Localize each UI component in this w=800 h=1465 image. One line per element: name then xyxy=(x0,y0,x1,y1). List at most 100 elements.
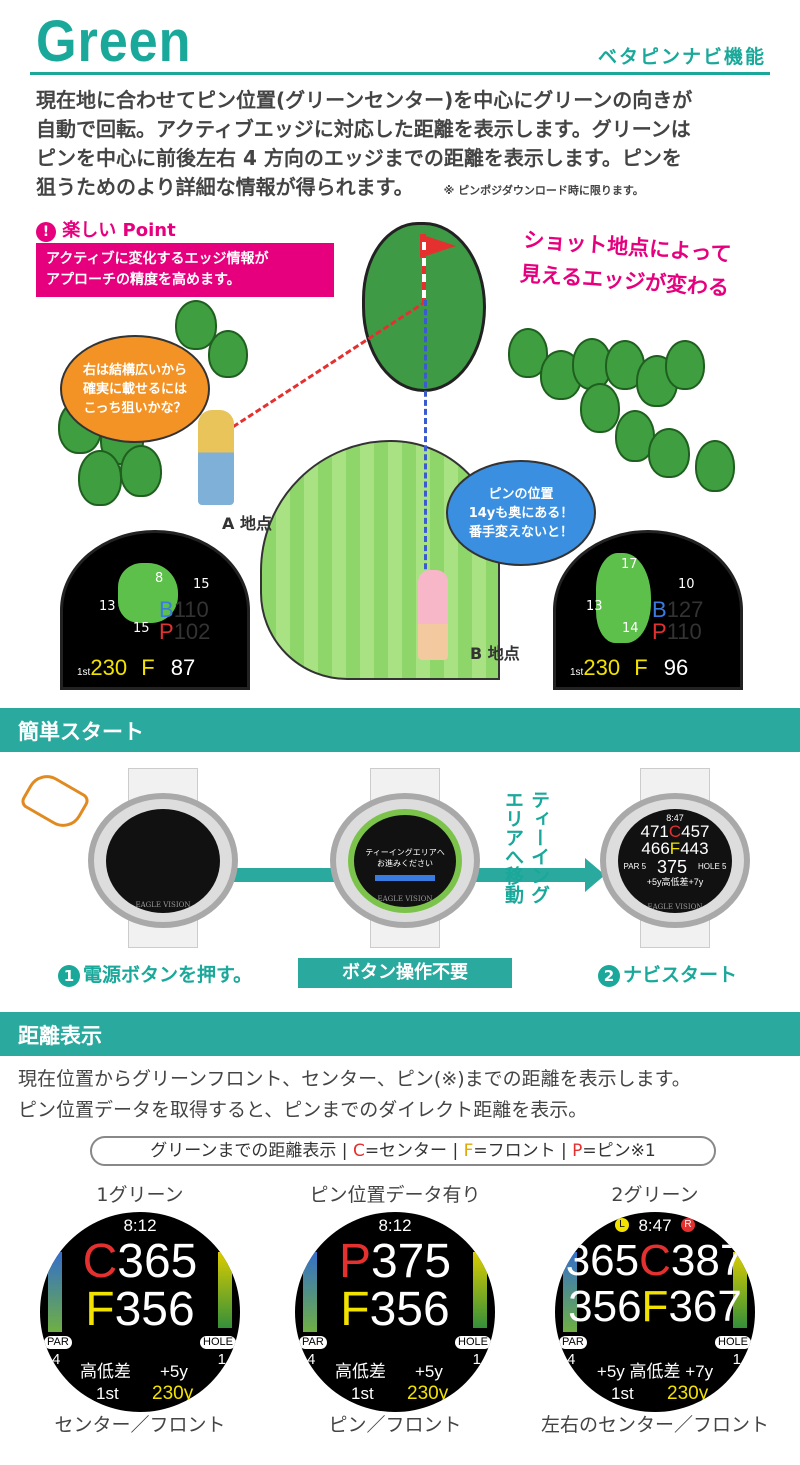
elevation-label: 高低差 xyxy=(80,1362,131,1381)
watch-display: 8:12 C365 F356 PAR 4 HOLE 1 高低差+5y 1st 2… xyxy=(40,1212,240,1412)
left-gauge xyxy=(303,1252,317,1332)
par-label: PAR xyxy=(623,862,640,871)
intro-text: 現在地に合わせてピン位置(グリーンセンター)を中心にグリーンの向きが 自動で回転… xyxy=(36,86,766,205)
front-distance: 96 xyxy=(663,655,689,680)
description-line: ピン位置データを取得すると、ピンまでのダイレクト距離を表示。 xyxy=(18,1099,588,1121)
intro-note: ※ ピンポジダウンロード時に限ります。 xyxy=(443,184,644,197)
exclamation-icon: ! xyxy=(36,222,56,242)
point-line: アクティブに変化するエッジ情報が xyxy=(46,251,269,267)
hole-label: HOLE xyxy=(698,862,720,871)
legend-p: P xyxy=(572,1141,583,1161)
intro-line: 現在地に合わせてピン位置(グリーンセンター)を中心にグリーンの向きが xyxy=(36,88,693,112)
golfer-b xyxy=(418,570,448,660)
dist: 466 xyxy=(641,839,670,858)
bubble-line: 14yも奥にある！ xyxy=(468,505,574,521)
step-label: 電源ボタンを押す。 xyxy=(83,964,253,986)
first-label: 1st xyxy=(351,1384,374,1403)
edge-bottom: 14 xyxy=(622,621,639,636)
edge-right: 10 xyxy=(678,577,695,592)
screen-message: ティーイングエリアへ xyxy=(365,848,445,857)
type-letter: C xyxy=(639,1236,671,1285)
bubble-line: こっち狙いかな？ xyxy=(83,400,187,416)
no-button-needed-label: ボタン操作不要 xyxy=(298,958,512,988)
face-caption: センター／フロント xyxy=(54,1414,226,1436)
elevation-value: +5y xyxy=(415,1362,443,1381)
progress-bar xyxy=(375,875,435,881)
right-distance: 367 xyxy=(668,1282,742,1331)
shot-distance: 230y xyxy=(407,1383,449,1404)
bubble-line: 右は結構広いから xyxy=(82,362,187,378)
hole-value: 5 xyxy=(722,862,727,871)
face-title: 2グリーン xyxy=(611,1184,699,1206)
intro-line: 自動で回転。アクティブエッジに対応した距離を表示します。グリーンは xyxy=(36,117,691,141)
edge-right: 15 xyxy=(193,577,210,592)
line-b xyxy=(424,300,427,660)
right-distance: 387 xyxy=(670,1236,745,1285)
edge-top: 8 xyxy=(155,571,164,586)
hand-pointer-icon xyxy=(18,767,92,835)
face-caption: ピン／フロント xyxy=(328,1414,462,1436)
speech-bubble-a: 右は結構広いから確実に載せるにはこっち狙いかな？ xyxy=(60,335,210,443)
edge-left: 13 xyxy=(99,599,116,614)
bubble-line: 番手変えないと！ xyxy=(468,524,573,540)
front-letter: F xyxy=(669,839,681,858)
right-gauge xyxy=(733,1252,747,1328)
distance-value: 356 xyxy=(369,1283,450,1336)
step-number: 1 xyxy=(58,965,80,987)
slogan: ショット地点によって見えるエッジが変わる xyxy=(519,223,733,305)
edge-left: 13 xyxy=(586,599,603,614)
pin-letter: P xyxy=(159,619,174,644)
watch-face-b: 17 10 13 14 B127 P110 1st230 F 96 xyxy=(553,530,743,690)
speech-bubble-b: ピンの位置 14yも奥にある！ 番手変えないと！ xyxy=(446,460,596,566)
intro-line: ピンを中心に前後左右 4 方向のエッジまでの距離を表示します。ピンを xyxy=(36,146,682,170)
dist: 443 xyxy=(680,839,709,858)
hole-label: HOLE xyxy=(200,1336,236,1349)
par-value: 4 xyxy=(307,1351,316,1368)
label-point-a: A 地点 xyxy=(222,514,272,533)
front-letter: F xyxy=(634,655,648,680)
dist: 471 xyxy=(640,822,669,841)
right-green-badge: R xyxy=(681,1218,695,1232)
legend-prefix: グリーンまでの距離表示 | xyxy=(150,1141,353,1161)
hole-label: HOLE xyxy=(715,1336,751,1349)
distance-value: 375 xyxy=(370,1235,452,1288)
distance-legend: グリーンまでの距離表示 | C=センター | F=フロント | P=ピン※1 xyxy=(90,1136,716,1166)
center-letter: C xyxy=(668,822,682,841)
hole-value: 1 xyxy=(217,1351,226,1368)
hole-value: 1 xyxy=(732,1351,741,1368)
page-subtitle: ベタピンナビ機能 xyxy=(597,46,766,68)
face-caption: 左右のセンター／フロント xyxy=(540,1414,769,1436)
clock: 8:47 xyxy=(638,1216,672,1235)
bubble-line: ピンの位置 xyxy=(488,486,554,502)
left-green-badge: L xyxy=(615,1218,629,1232)
type-letter: F xyxy=(85,1283,115,1336)
elevation-label: 高低差 xyxy=(335,1362,386,1381)
step-label: ナビスタート xyxy=(623,964,738,986)
point-title: ! 楽しい Point xyxy=(36,216,176,242)
type-letter: F xyxy=(340,1283,370,1336)
elevation: +5y 高低差 +7y xyxy=(596,1362,714,1381)
page-title: Green xyxy=(36,9,192,74)
mini-green xyxy=(596,553,651,643)
shot-distance: 230y xyxy=(152,1383,194,1404)
dist: 457 xyxy=(681,822,710,841)
distance-description: 現在位置からグリーンフロント、センター、ピン(※)までの距離を表示します。ピン位… xyxy=(18,1064,691,1126)
back-distance: 127 xyxy=(666,597,704,622)
brand-logo: EAGLE VISION xyxy=(135,901,191,909)
distance-value: 365 xyxy=(117,1235,198,1288)
left-distance: 356 xyxy=(568,1282,642,1331)
front-distance: 87 xyxy=(170,655,196,680)
par-value: 4 xyxy=(567,1351,576,1368)
left-gauge xyxy=(48,1252,62,1332)
watch-power-off: EAGLE VISION xyxy=(88,768,238,948)
arrow-text-line: ティーイング xyxy=(528,790,550,904)
label-point-b: B 地点 xyxy=(470,644,520,663)
elevation: +5y高低差+7y xyxy=(646,877,704,887)
edge-bottom: 15 xyxy=(133,621,150,636)
par-label: PAR xyxy=(559,1336,587,1349)
golf-illustration: ! 楽しい Point アクティブに変化するエッジ情報がアプローチの精度を高めま… xyxy=(0,200,800,690)
